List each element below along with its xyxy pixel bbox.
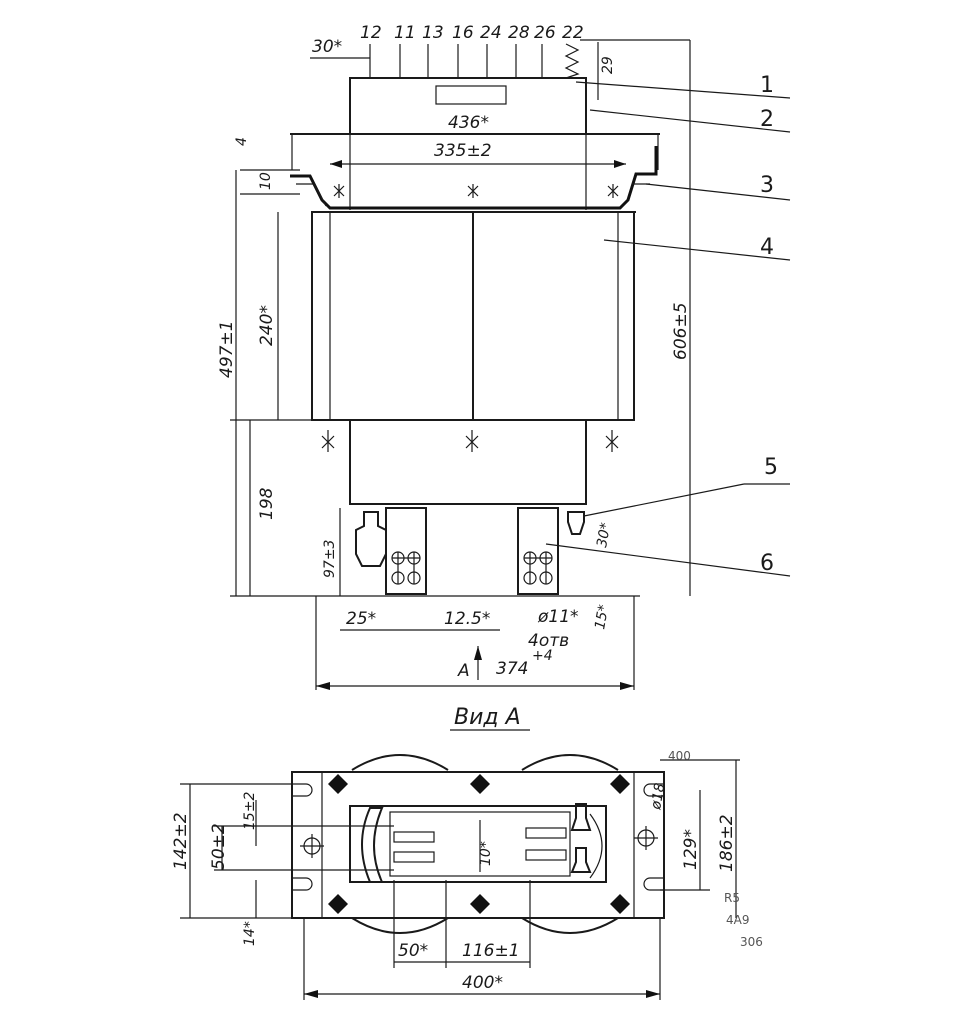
leader-callouts: 1 2 3 4 5 6 bbox=[545, 73, 791, 577]
pin-labels: 12 11 13 16 24 28 26 22 bbox=[360, 23, 584, 43]
dim-terminal: 30* bbox=[594, 521, 614, 548]
dim-total-left: 497±1 bbox=[217, 320, 237, 378]
view-arrow-label: A bbox=[457, 661, 470, 681]
pin-label: 12 bbox=[360, 23, 382, 43]
dim-left-small-top: 4 bbox=[234, 137, 250, 146]
bolt-markers-bottom bbox=[321, 430, 619, 452]
faint-400: 400 bbox=[668, 749, 691, 763]
faint-4a9: 4А9 bbox=[726, 913, 749, 927]
dim-hole-note: 4отв bbox=[528, 631, 569, 651]
diamond-bolts bbox=[328, 774, 630, 914]
dim-hole-side: 15* bbox=[592, 603, 612, 630]
dim-upper-width: 436* bbox=[448, 113, 489, 133]
faint-r5: R5 bbox=[724, 891, 740, 905]
dim-hole-dia: ø11* bbox=[537, 607, 579, 627]
dim-bottom-14: 14* bbox=[242, 921, 258, 946]
dim-bottom-tol: +4 bbox=[532, 648, 553, 664]
pin-label: 11 bbox=[394, 23, 416, 43]
foot-holes bbox=[391, 551, 553, 585]
leader-3: 3 bbox=[760, 173, 774, 198]
view-title: Вид А bbox=[454, 705, 521, 730]
dim-left-small: 10 bbox=[258, 172, 274, 190]
dim-left-total: 142±2 bbox=[171, 812, 191, 870]
pin-label: 16 bbox=[452, 23, 474, 43]
leader-6: 6 bbox=[760, 551, 774, 576]
pin-label: 26 bbox=[534, 23, 556, 43]
dim-hole-18: ø18 bbox=[648, 782, 669, 812]
leader-1: 1 bbox=[760, 73, 774, 98]
pin-label: 24 bbox=[480, 23, 502, 43]
dim-foot-gap: 12.5* bbox=[444, 609, 490, 629]
dim-bottom-width: 374 bbox=[496, 659, 528, 679]
pin-height-dim: 29 bbox=[600, 56, 616, 74]
dim-middle-width: 335±2 bbox=[434, 141, 492, 161]
front-view: 30* 12 11 13 16 24 28 26 22 29 bbox=[217, 23, 791, 690]
dim-bracket-height: 97±3 bbox=[322, 540, 338, 578]
dim-core-height: 240* bbox=[257, 305, 277, 346]
dim-inner-50: 50±2 bbox=[209, 823, 229, 870]
bolt-markers-top bbox=[333, 184, 619, 198]
pin-label: 28 bbox=[508, 23, 530, 43]
dim-400: 400* bbox=[462, 973, 503, 993]
leader-2: 2 bbox=[760, 107, 774, 132]
bottom-view: 10* 142±2 50±2 15±2 14* 129* 186±2 ø18 4… bbox=[171, 749, 763, 1000]
dim-foot-width: 25* bbox=[346, 609, 376, 629]
leader-4: 4 bbox=[760, 235, 774, 260]
dim-right-129: 129* bbox=[681, 829, 701, 870]
dim-right-186: 186±2 bbox=[717, 814, 737, 872]
faint-306: 306 bbox=[740, 935, 763, 949]
dim-inner-15: 15±2 bbox=[242, 791, 258, 830]
leader-5: 5 bbox=[764, 455, 778, 480]
dim-50: 50* bbox=[398, 941, 428, 961]
dim-116: 116±1 bbox=[462, 941, 520, 961]
pin-label: 13 bbox=[422, 23, 444, 43]
dim-center-10: 10* bbox=[478, 841, 494, 866]
pin-label: 22 bbox=[562, 23, 584, 43]
pins-left-dim: 30* bbox=[312, 37, 342, 57]
dim-lower-height: 198 bbox=[257, 487, 277, 520]
dim-total-right: 606±5 bbox=[671, 302, 691, 360]
